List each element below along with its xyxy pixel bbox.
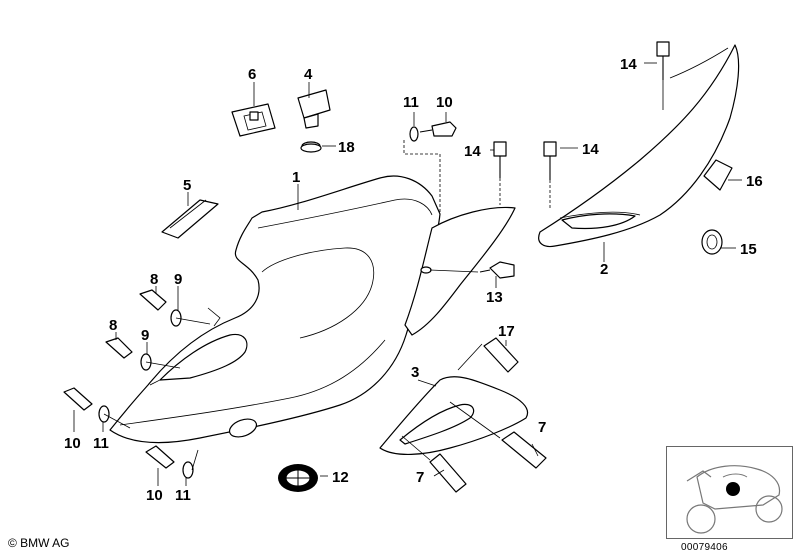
- label-part-11-top: 11: [403, 94, 419, 111]
- label-part-9-upper: 9: [174, 271, 182, 288]
- label-part-10-top: 10: [436, 94, 453, 111]
- label-part-2: 2: [600, 261, 608, 278]
- label-part-14-top: 14: [620, 56, 637, 73]
- screw-part-10-left: [63, 387, 131, 429]
- label-part-6: 6: [248, 66, 256, 83]
- label-part-10-bottom: 10: [146, 487, 163, 504]
- rear-fairing-part-1: [109, 175, 441, 444]
- label-part-17: 17: [498, 323, 515, 340]
- screw-part-10-bottom: [145, 445, 199, 479]
- image-number: 00079406: [681, 542, 728, 553]
- label-part-8-lower: 8: [109, 317, 117, 334]
- label-part-11-left: 11: [93, 435, 109, 452]
- bolt-part-14-left: [493, 141, 507, 205]
- label-part-13: 13: [486, 289, 503, 306]
- label-part-1: 1: [292, 169, 300, 186]
- clip-part-6: [231, 103, 276, 137]
- motorcycle-icon: [686, 465, 783, 534]
- label-part-12: 12: [332, 469, 349, 486]
- badge-part-12: [278, 464, 318, 492]
- label-part-9-lower: 9: [141, 327, 149, 344]
- part-labels: 1 2 3 4 5 6 7 7 8 8 9 9 10 10 10 11 11 1…: [64, 56, 763, 504]
- label-part-14-left: 14: [464, 143, 481, 160]
- label-part-18: 18: [338, 139, 355, 156]
- label-part-10-left: 10: [64, 435, 81, 452]
- screw-part-7-right: [449, 401, 547, 469]
- screw-part-17: [457, 337, 519, 373]
- copyright-text: © BMW AG: [8, 536, 70, 550]
- bolt-part-14-top: [656, 41, 670, 110]
- vehicle-thumbnail: [666, 446, 793, 539]
- grommet-part-15: [701, 229, 723, 255]
- screw-part-13: [429, 261, 515, 279]
- washer-part-18: [300, 143, 322, 153]
- label-part-4: 4: [304, 66, 313, 83]
- label-part-11-bottom: 11: [175, 487, 191, 504]
- label-part-5: 5: [183, 177, 191, 194]
- screw-part-7-bottom: [401, 435, 467, 493]
- label-part-15: 15: [740, 241, 757, 258]
- grommet-part-16: [703, 159, 733, 191]
- bolt-part-14-right: [543, 141, 557, 208]
- label-part-3: 3: [411, 364, 419, 381]
- label-part-14-right: 14: [582, 141, 599, 158]
- label-part-7-right: 7: [538, 419, 546, 436]
- screw-part-8-upper: [139, 289, 211, 327]
- rubber-strip-part-5: [161, 199, 219, 239]
- screw-part-10-top: [403, 121, 457, 214]
- clip-nut-part-4: [297, 89, 331, 151]
- leader-lines: [73, 62, 742, 486]
- screw-part-8-lower: [105, 337, 181, 371]
- lower-cover-part-3: [379, 376, 529, 456]
- side-trim-part-2: [538, 44, 740, 248]
- label-part-16: 16: [746, 173, 763, 190]
- label-part-8-upper: 8: [150, 271, 158, 288]
- location-marker: [726, 482, 740, 496]
- label-part-7-bottom: 7: [416, 469, 424, 486]
